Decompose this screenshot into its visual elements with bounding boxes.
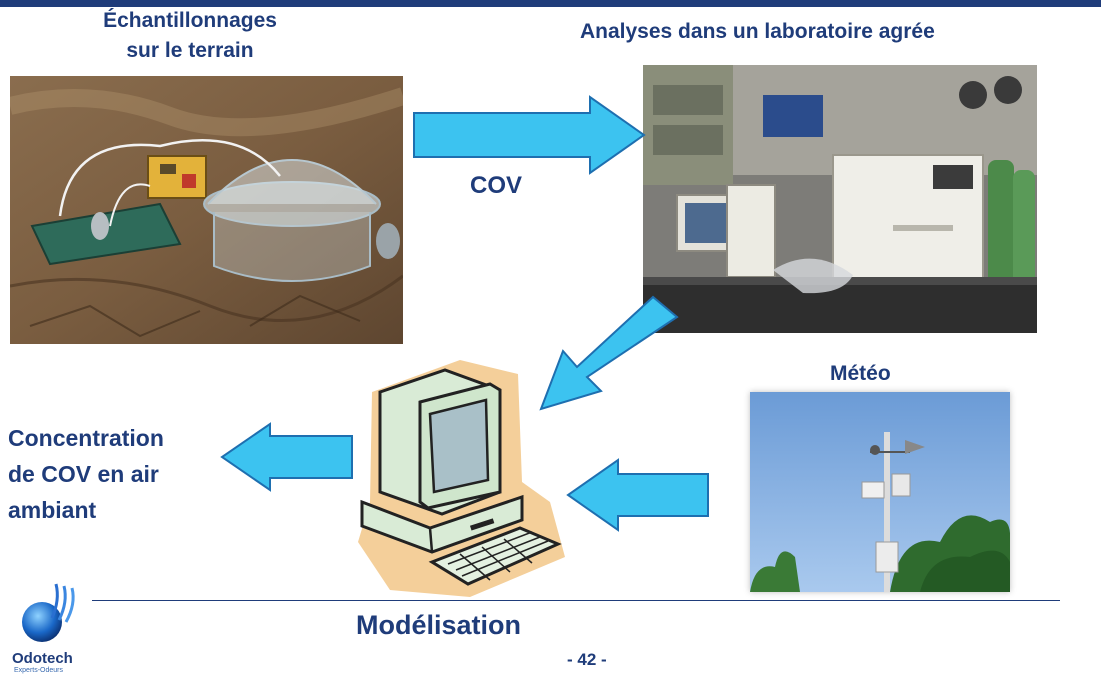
odotech-logo: Odotech Experts-Odeurs [8, 578, 94, 676]
footer-divider [92, 600, 1060, 601]
output-label: Concentration de COV en air ambiant [8, 420, 164, 528]
sampling-title-line1: Échantillonnages [103, 9, 277, 32]
modelisation-label: Modélisation [356, 610, 522, 640]
arrow-meteo-to-computer [566, 458, 709, 532]
logo-name: Odotech [12, 650, 73, 667]
lab-title: Analyses dans un laboratoire agrée [580, 20, 935, 43]
arrow-sampling-to-lab [413, 95, 646, 175]
sampling-title: Échantillonnages sur le terrain [40, 6, 340, 66]
computer-clipart-icon [358, 360, 565, 597]
sampling-title-line2: sur le terrain [126, 39, 254, 62]
output-label-line1: Concentration [8, 425, 164, 451]
cov-label: COV [470, 172, 523, 199]
meteo-label: Météo [830, 362, 891, 385]
top-bar [0, 0, 1101, 7]
output-label-line2: de COV en air [8, 461, 159, 487]
odotech-logo-icon [22, 583, 75, 642]
meteo-photo [750, 392, 1010, 592]
arrow-lab-to-computer [539, 295, 679, 411]
page-number: - 42 - [567, 650, 607, 669]
logo-tagline: Experts-Odeurs [14, 667, 64, 674]
arrow-computer-to-output [220, 422, 353, 492]
output-label-line3: ambiant [8, 497, 97, 523]
sampling-photo [10, 76, 403, 344]
lab-photo [643, 65, 1037, 333]
